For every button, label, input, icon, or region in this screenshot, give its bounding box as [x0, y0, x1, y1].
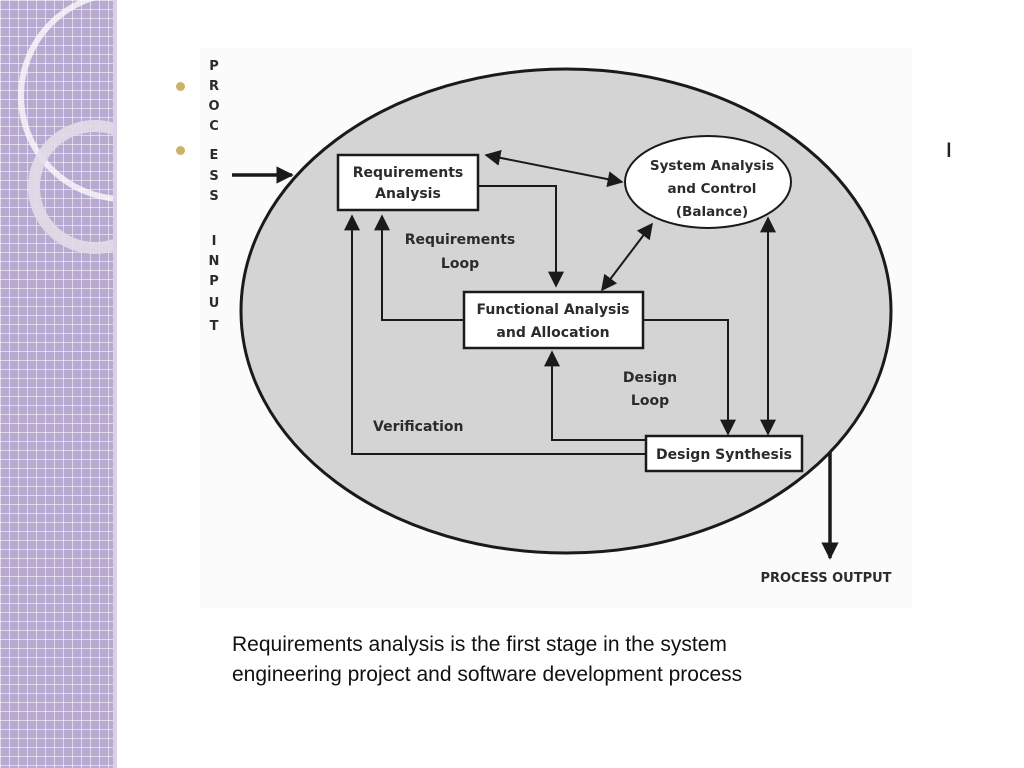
process-output-label: PROCESS OUTPUT: [760, 571, 891, 586]
caption-line: Requirements analysis is the first stage…: [232, 633, 727, 656]
side-letter: O: [208, 99, 219, 114]
stray-text: ı: [945, 132, 953, 163]
connector-req-func: [478, 185, 564, 288]
node-label: System Analysis: [650, 158, 774, 174]
process-input-label: P R O C E S S I N P U T: [208, 59, 219, 334]
connector-req-sys: [484, 149, 624, 188]
node-label: Requirements: [353, 165, 464, 181]
node-label: Analysis: [375, 186, 441, 202]
side-letter: E: [210, 148, 219, 163]
verification-label: Verification: [373, 419, 463, 435]
design-loop-label: Loop: [631, 393, 669, 409]
bullet-icon: [176, 146, 185, 155]
connector-design-loop: [544, 350, 646, 441]
node-system-analysis: System Analysis and Control (Balance): [624, 135, 792, 229]
side-letter: N: [209, 254, 220, 269]
bullet-icon: [176, 82, 185, 91]
side-letter: T: [210, 319, 219, 334]
node-label: (Balance): [676, 204, 748, 220]
node-label: and Control: [668, 181, 757, 197]
side-letter: S: [209, 169, 218, 184]
side-letter: I: [212, 234, 217, 249]
side-letter: P: [209, 59, 219, 74]
node-design-synthesis: Design Synthesis: [644, 434, 804, 473]
sidebar-edge: [113, 0, 117, 768]
slide-caption: Requirements analysis is the first stage…: [232, 630, 892, 690]
side-letter: U: [209, 296, 220, 311]
side-letter: R: [209, 79, 219, 94]
node-functional-analysis: Functional Analysis and Allocation: [462, 290, 645, 350]
connector-sys-func: [601, 222, 653, 292]
node-requirements-analysis: Requirements Analysis: [336, 153, 480, 212]
caption-line: engineering project and software develop…: [232, 663, 743, 686]
connector-req-loop: [374, 214, 464, 321]
decorative-sidebar: [0, 0, 113, 768]
design-loop-label: Design: [623, 370, 677, 386]
node-label: Functional Analysis: [477, 302, 630, 318]
connector-verification: [344, 214, 646, 455]
side-letter: S: [209, 189, 218, 204]
node-label: Design Synthesis: [656, 447, 792, 463]
connector-func-design: [643, 319, 736, 436]
side-letter: C: [209, 119, 219, 134]
side-letter: P: [209, 274, 219, 289]
requirements-loop-label: Loop: [441, 256, 479, 272]
requirements-loop-label: Requirements: [405, 232, 516, 248]
node-label: and Allocation: [496, 325, 609, 341]
